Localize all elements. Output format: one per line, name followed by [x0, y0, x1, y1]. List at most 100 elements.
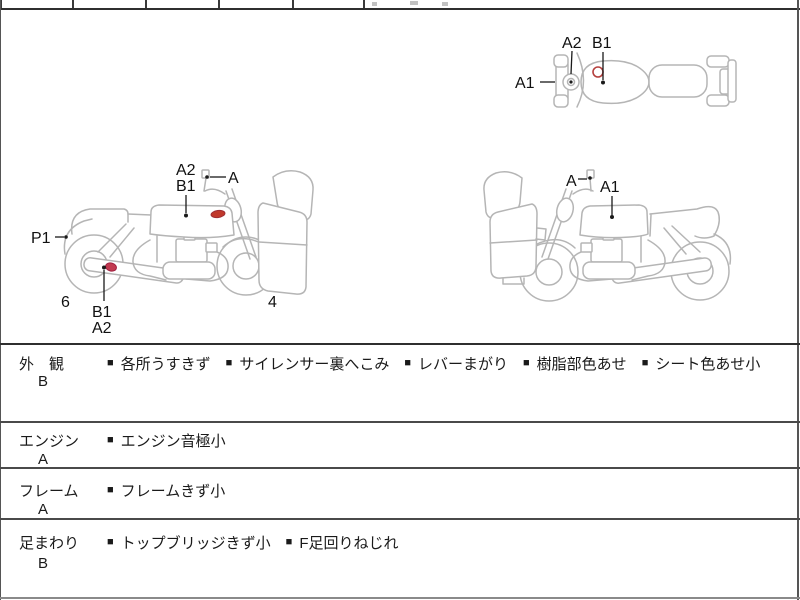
frame-strut: [109, 227, 135, 258]
defect-text: 各所うすきず: [120, 356, 211, 373]
callout-label-a2: A2: [562, 35, 582, 52]
headlight: [555, 197, 575, 223]
cowl-tab: [535, 227, 547, 241]
defect-item: ■ トップブリッジきず小: [107, 532, 271, 553]
callout-line-a2: [570, 50, 573, 75]
rear-rail-right: [706, 94, 730, 107]
rear-fender: [713, 233, 732, 265]
defect-text: エンジン音極小: [120, 433, 226, 450]
handlebar-arc: [576, 52, 585, 108]
defect-text: 樹脂部色あせ: [536, 356, 627, 373]
front-fender: [534, 239, 576, 249]
defect-text: フレームきず小: [120, 483, 226, 500]
header-cell-divider: [363, 0, 365, 9]
grade-value: B: [38, 555, 49, 572]
frame-strut: [671, 225, 701, 253]
bullet-icon: ■: [225, 357, 233, 369]
defect-item: ■ レバーまがり: [404, 353, 508, 374]
callout-label-b1: B1: [592, 35, 612, 52]
defect-item: ■ エンジン音極小: [107, 430, 226, 451]
fuel-tank: [579, 204, 649, 239]
exhaust-pipe: [185, 251, 229, 282]
bullet-icon: ■: [641, 357, 649, 369]
cowl-seam: [489, 239, 538, 244]
defect-item: ■フレームきず小: [107, 480, 225, 501]
fuel-tank: [149, 204, 235, 239]
table-rule: [0, 467, 800, 469]
handlebar: [204, 188, 226, 195]
handlebar-end-left: [553, 54, 569, 68]
seat-base: [127, 213, 152, 216]
table-rule: [0, 597, 800, 599]
bullet-icon: ■: [107, 536, 114, 548]
callout-label-a1: A1: [515, 75, 535, 92]
callout-dot-fender: [64, 235, 68, 239]
bullet-icon: ■: [523, 357, 530, 369]
mirror: [201, 169, 210, 179]
callout-dot-tank: [184, 213, 188, 218]
callout-label-a: A: [566, 173, 577, 190]
item-list: ■フレームきず小: [107, 480, 225, 501]
header-cell-divider: [218, 0, 220, 9]
callout-label-a1: A1: [600, 179, 620, 196]
defect-text: F足回りねじれ: [299, 535, 399, 552]
defect-text: シート色あせ小: [655, 356, 761, 373]
cowl-lower: [257, 202, 308, 295]
seat-top: [648, 64, 708, 98]
item-list: ■各所うすきず■サイレンサー裏へこみ■レバーまがり■樹脂部色あせ■シート色あせ小: [107, 353, 760, 374]
category-label: フレーム: [19, 483, 79, 500]
defect-item: ■ シート色あせ小: [642, 353, 761, 374]
defect-text: レバーまがり: [418, 356, 509, 373]
callout-label-p1: P1: [31, 230, 51, 247]
frame-cradle: [631, 239, 666, 281]
table-rule: [0, 343, 800, 345]
category-label: エンジン: [19, 433, 80, 450]
cowl-foot: [502, 277, 525, 285]
rear-fender: [63, 218, 93, 255]
mirror-stalk: [589, 177, 592, 192]
grade-value: A: [38, 451, 49, 468]
defect-item: ■各所うすきず: [107, 353, 211, 374]
clipped-text-remnant: [410, 1, 418, 5]
bullet-icon: ■: [404, 357, 411, 369]
motorcycle-left-side-drawing: [63, 169, 314, 296]
defect-item: ■サイレンサー裏へこみ: [226, 353, 390, 374]
category-label: 外 観: [19, 356, 65, 373]
callout-label-a2-bottom: A2: [92, 320, 112, 337]
frame-strut: [97, 223, 127, 253]
defect-item: ■ 樹脂部色あせ: [523, 353, 627, 374]
category-label: 足まわり: [19, 535, 80, 552]
callout-label-b1-bottom: B1: [92, 304, 112, 321]
front-hub: [535, 258, 563, 286]
callout-dot-tank: [610, 215, 614, 219]
header-cell-divider: [0, 0, 2, 10]
rear-rail-left: [706, 55, 730, 68]
tread-depth-rear: 6: [61, 294, 70, 311]
seat-tail: [649, 205, 721, 239]
left-side-view-diagram: A2 B1 A P1 6 B1 A2 4: [31, 162, 314, 337]
callout-label-a2-top: A2: [176, 162, 196, 179]
engine-block: [590, 238, 623, 263]
frame-strut: [663, 227, 687, 255]
clipped-text-remnant: [442, 2, 448, 6]
sheet-right-border: [797, 0, 799, 600]
mirror-stalk: [203, 177, 207, 192]
damage-mark-red-tank: [210, 209, 226, 219]
bullet-icon: ■: [107, 434, 114, 446]
item-list: ■ エンジン音極小: [107, 430, 226, 451]
callout-dot-mirror: [205, 175, 209, 179]
table-row-engine: エンジン A ■ エンジン音極小: [0, 422, 800, 468]
table-rule: [0, 518, 800, 520]
defect-text: トップブリッジきず小: [120, 535, 271, 552]
motorcycle-top-view-drawing: [553, 52, 737, 108]
header-cell-divider: [292, 0, 294, 9]
callout-label-a: A: [228, 170, 239, 187]
damage-mark-red-muffler: [105, 262, 117, 272]
grade-value: B: [38, 373, 49, 390]
table-rule: [0, 421, 800, 423]
item-list: ■ トップブリッジきず小■ F足回りねじれ: [107, 532, 399, 553]
cowl-seam: [258, 241, 308, 246]
callout-dot-muffler: [102, 265, 106, 270]
top-view-diagram: A1 A2 B1: [515, 35, 737, 108]
header-bottom-rule: [0, 8, 800, 10]
